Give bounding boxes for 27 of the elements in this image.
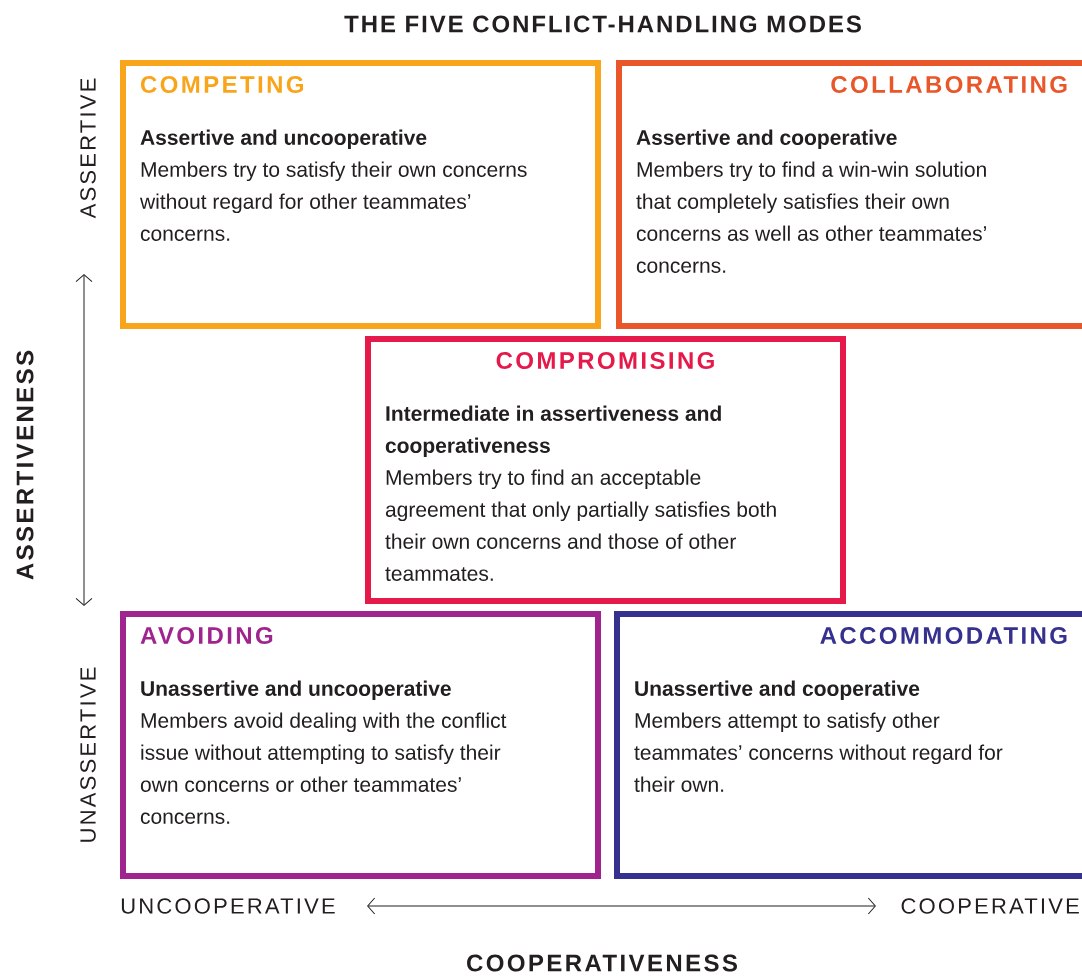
- mode-subtitle: Unassertive and uncooperative: [141, 680, 451, 701]
- axis-title: COOPERATIVENESS: [467, 954, 737, 972]
- mode-box: [616, 60, 1082, 329]
- mode-description: Members attempt to satisfy other teammates’ concerns without regard for their own.: [634, 712, 1003, 792]
- mode-box: [614, 611, 1082, 879]
- mode-heading: COLLABORATING: [831, 76, 1067, 93]
- mode-description: Members try to satisfy their own concerns without regard for other teammates’ concerns.: [139, 161, 527, 241]
- mode-description: Members try to find an acceptable agreement that only partially satisfies both their own concerns and those of other teammates.: [385, 469, 776, 581]
- mode-subtitle: Assertive and cooperative: [636, 129, 897, 150]
- mode-subtitle: Intermediate in assertiveness and cooperativeness: [385, 405, 721, 458]
- mode-box: [120, 611, 601, 879]
- axis-end-label: UNCOOPERATIVE: [121, 898, 335, 914]
- mode-heading: AVOIDING: [140, 627, 273, 644]
- mode-description: Members avoid dealing with the conflict issue without attempting to satisfy their own concerns or other teammates’ concerns.: [140, 712, 507, 824]
- axis-end-label: ASSERTIVE: [80, 78, 96, 219]
- axis-end-label: COOPERATIVE: [901, 898, 1079, 914]
- mode-description: Members try to find a win-win solution that completely satisfies their own concerns as well as other teammates’ concerns.: [636, 161, 986, 273]
- mode-subtitle: Unassertive and cooperative: [635, 680, 920, 701]
- axis-title: ASSERTIVENESS: [16, 350, 34, 580]
- mode-box: [365, 336, 846, 604]
- mode-box: [120, 60, 601, 329]
- axis-end-label: UNASSERTIVE: [80, 667, 96, 842]
- title: THE FIVE CONFLICT-HANDLING MODES: [344, 15, 861, 33]
- mode-subtitle: Assertive and uncooperative: [140, 129, 427, 150]
- mode-heading: COMPROMISING: [496, 352, 714, 369]
- mode-heading: COMPETING: [141, 76, 304, 93]
- mode-heading: ACCOMMODATING: [820, 627, 1067, 644]
